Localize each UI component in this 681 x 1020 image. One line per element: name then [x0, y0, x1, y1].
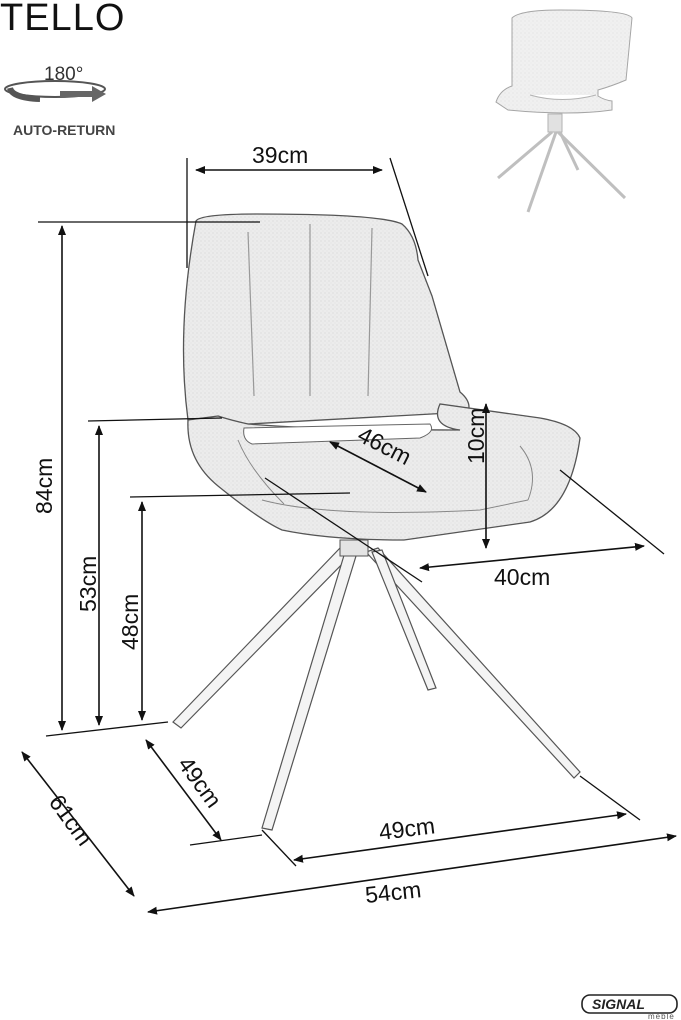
- brand-logo: SIGNAL meble: [581, 994, 678, 1020]
- total-width-label: 54cm: [364, 876, 423, 908]
- total-height-label: 84cm: [31, 458, 57, 514]
- seat-width-label: 40cm: [494, 564, 550, 590]
- rotation-icon: [4, 80, 106, 102]
- seat-height-label: 48cm: [117, 594, 143, 650]
- chair-illustration: [172, 213, 581, 831]
- auto-return-label: AUTO-RETURN: [13, 122, 115, 138]
- product-title: TELLO: [0, 0, 125, 39]
- chair-seat: [187, 403, 581, 541]
- back-width-label: 39cm: [252, 142, 308, 168]
- chair-legs: [172, 539, 581, 831]
- chair-back-view-thumbnail: [495, 9, 633, 213]
- armrest-top-label: 10cm: [463, 408, 489, 464]
- total-depth-label: 61cm: [44, 790, 98, 851]
- brand-name: SIGNAL: [592, 996, 645, 1012]
- brand-sub: meble: [648, 1012, 675, 1020]
- armrest-height-label: 53cm: [75, 556, 101, 612]
- rotation-label: 180°: [44, 64, 83, 85]
- leg-depth-label: 49cm: [173, 752, 227, 813]
- leg-width-label: 49cm: [377, 812, 436, 845]
- dimension-lines: [21, 157, 677, 915]
- chair-backrest: [182, 213, 470, 449]
